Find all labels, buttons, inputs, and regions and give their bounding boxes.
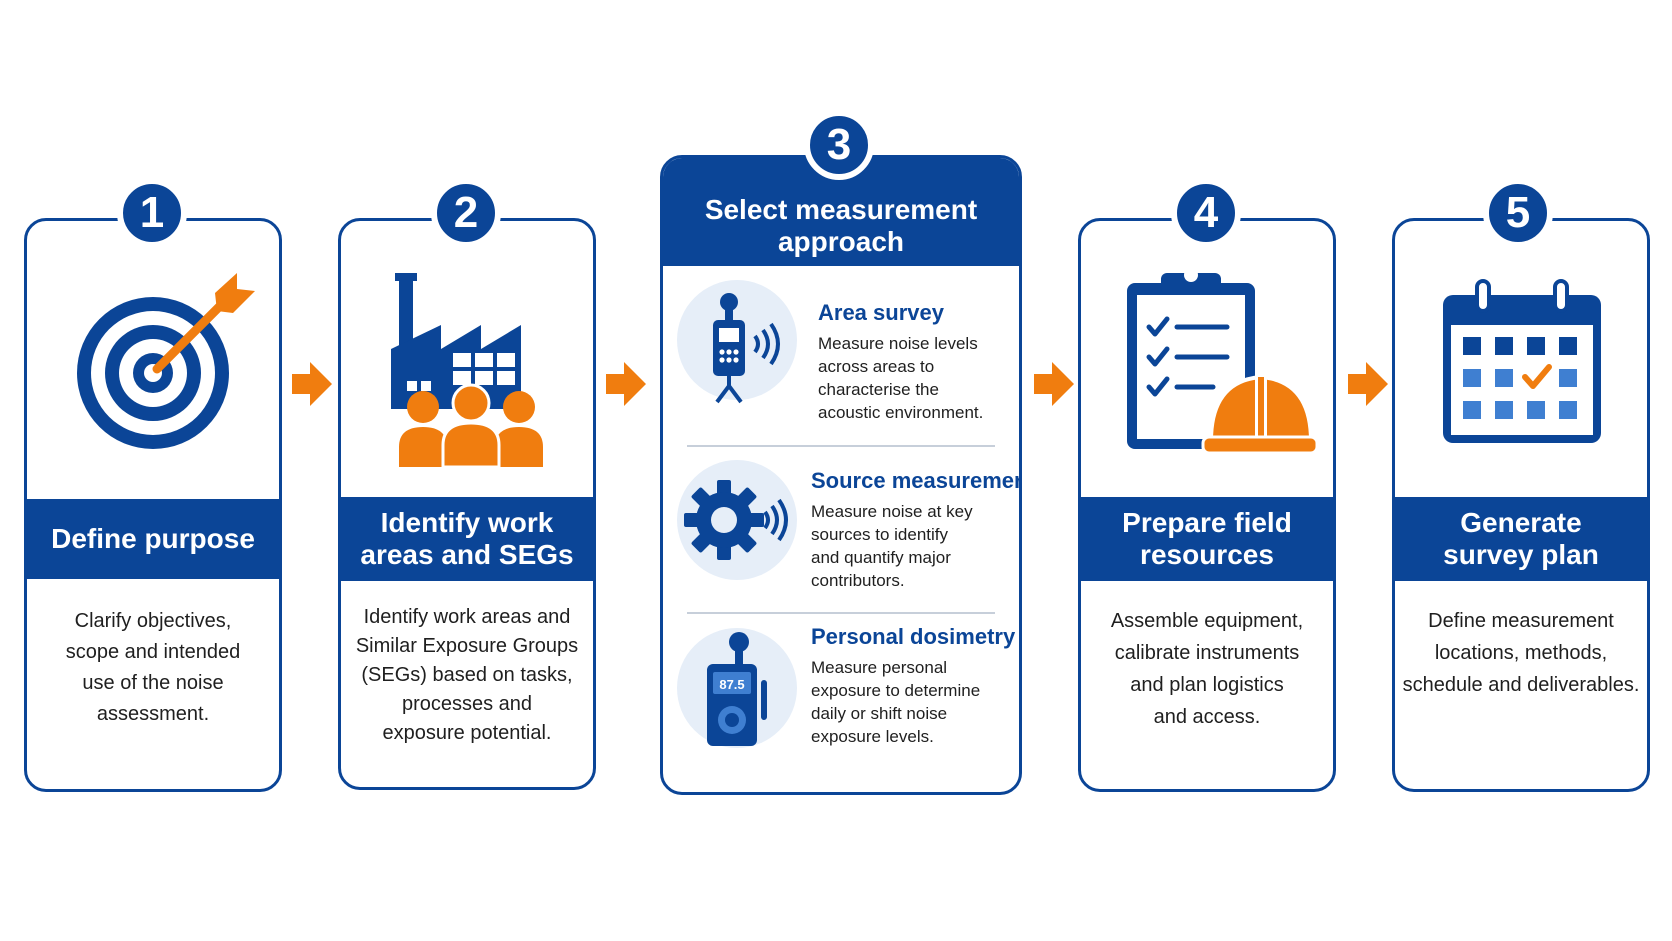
approach-description: Measure personal exposure to determine d…: [811, 658, 981, 746]
sound-level-meter-icon: [713, 293, 780, 404]
divider: [687, 612, 995, 614]
clipboard-hardhat-icon: [1127, 268, 1317, 455]
step-4-description: Assemble equipment, calibrate instrument…: [1110, 610, 1304, 728]
step-3-title: Select measurement approach: [663, 158, 1019, 266]
step-4-badge: 4: [1171, 178, 1241, 248]
step-5-card: Generate survey plan Define measurement …: [1392, 218, 1650, 792]
dosimeter-icon: [707, 632, 767, 746]
approach-title: Area survey: [818, 300, 944, 325]
step-2-description: Identify work areas and Similar Exposure…: [355, 606, 579, 744]
step-2-card: Identify work areas and SEGs Identify wo…: [338, 218, 596, 790]
dosimeter-display: 87.5: [719, 677, 745, 692]
target-icon: [77, 273, 255, 449]
step-4-card: Prepare field resources Assemble equipme…: [1078, 218, 1336, 792]
step-3-badge: 3: [804, 110, 874, 180]
step-2-title: Identify work areas and SEGs: [341, 497, 593, 581]
calendar-icon: [1443, 279, 1601, 443]
step-5-title: Generate survey plan: [1395, 497, 1647, 581]
step-1-badge: 1: [117, 178, 187, 248]
divider: [687, 445, 995, 447]
approach-title: Personal dosimetry: [811, 624, 1016, 649]
arrow-right-icon: [1348, 362, 1388, 406]
step-5-description: Define measurement locations, methods, s…: [1402, 610, 1640, 696]
step-4-title: Prepare field resources: [1081, 497, 1333, 581]
step-5-badge: 5: [1483, 178, 1553, 248]
approach-personal-dosimetry: 87.5 Personal dosimetry Measure personal…: [663, 624, 1019, 784]
arrow-right-icon: [292, 362, 332, 406]
approach-source-measurement: Source measuremert Measure noise at key …: [663, 460, 1019, 610]
approach-description: Measure noise at key sources to identify…: [811, 502, 973, 590]
arrow-right-icon: [1034, 362, 1074, 406]
approach-area-survey: Area survey Measure noise levels across …: [663, 280, 1019, 430]
step-3-card: Select measurement approach Area survey …: [660, 155, 1022, 795]
approach-description: Measure noise levels across areas to cha…: [818, 334, 984, 422]
arrow-right-icon: [606, 362, 646, 406]
factory-workers-icon: [391, 273, 543, 469]
step-1-title: Define purpose: [27, 499, 279, 579]
gear-sound-icon: [684, 480, 788, 560]
step-2-badge: 2: [431, 178, 501, 248]
approach-title: Source measuremert: [811, 468, 1022, 493]
step-1-card: Define purpose Clarify objectives, scope…: [24, 218, 282, 792]
step-1-description: Clarify objectives, scope and intended u…: [65, 610, 241, 725]
